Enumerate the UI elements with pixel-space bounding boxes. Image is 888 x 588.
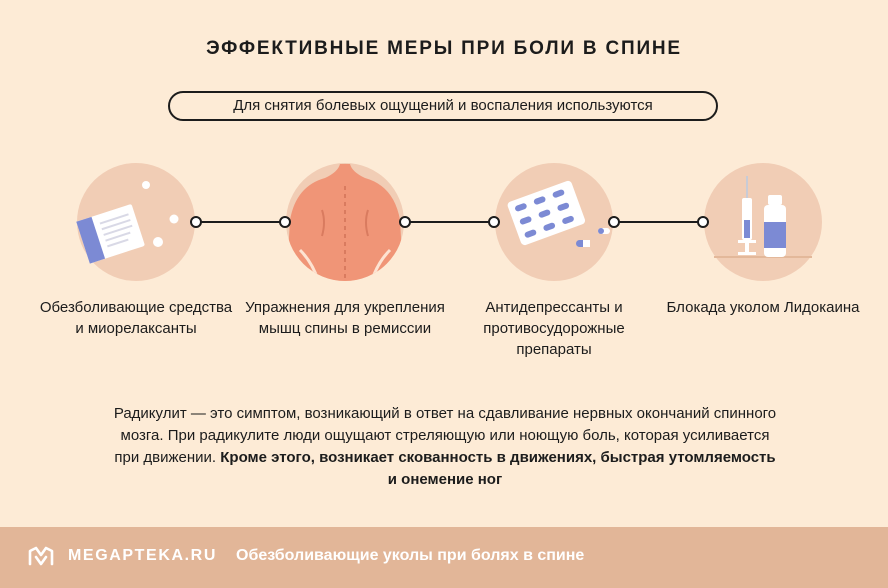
syringe-vial-icon (714, 176, 812, 258)
measure-label: Блокада уколом Лидокаина (666, 299, 860, 316)
back-icon (286, 164, 404, 281)
measure-label: Антидепрессанты и противосудорожные преп… (483, 299, 625, 358)
description: Радикулит — это симптом, возникающий в о… (110, 403, 780, 491)
footer: MEGAPTEKA.RU Обезболивающие уколы при бо… (0, 527, 888, 588)
page-title: ЭФФЕКТИВНЫЕ МЕРЫ ПРИ БОЛИ В СПИНЕ (206, 38, 682, 59)
measure-label: Обезболивающие средства и миорелаксанты (39, 299, 233, 337)
connector-dot (399, 216, 411, 228)
measure-label: Упражнения для укрепления мышц спины в р… (245, 299, 445, 337)
pill-box-icon (76, 181, 179, 264)
subtitle-pill: Для снятия болевых ощущений и воспаления… (168, 91, 718, 121)
description-text: Радикулит — это симптом, возникающий в о… (113, 405, 777, 466)
connector-dot (488, 216, 500, 228)
footer-article-link[interactable]: Обезболивающие уколы при болях в спине (236, 547, 585, 564)
connector-dot (697, 216, 709, 228)
megapteka-logo-icon (28, 546, 54, 566)
measure-circle (704, 163, 822, 281)
description-bold-text: Кроме этого, возникает скованность в дви… (220, 449, 776, 488)
connector-dot (608, 216, 620, 228)
connector-dot (190, 216, 202, 228)
connector-dot (279, 216, 291, 228)
capsule-blister-icon (507, 180, 610, 247)
brand-name[interactable]: MEGAPTEKA.RU (68, 547, 217, 564)
